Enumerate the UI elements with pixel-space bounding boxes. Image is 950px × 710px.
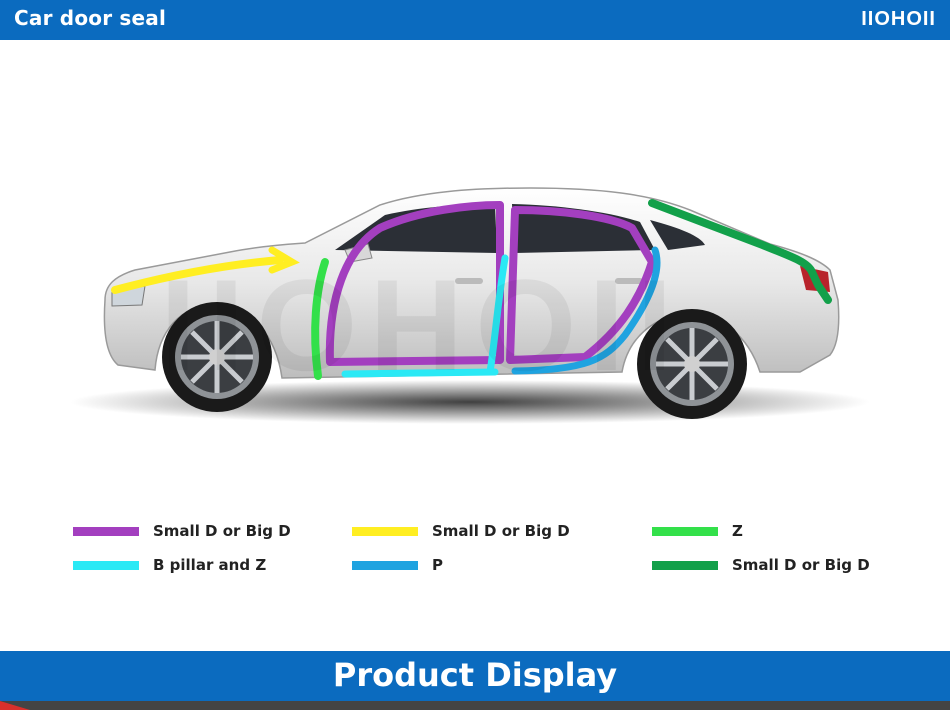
seal-b-pillar-cyan (486, 254, 509, 376)
brand-logo: IIOHOII (861, 8, 936, 30)
legend-label: Small D or Big D (153, 522, 291, 540)
rear-wheel (637, 309, 747, 419)
legend-swatch (73, 527, 139, 536)
rear-quarter-window (650, 220, 705, 250)
car-diagram: IIOHOII (0, 40, 950, 500)
seal-a-pillar-green (311, 258, 329, 380)
footer-strip (0, 701, 950, 710)
legend-swatch (352, 561, 418, 570)
footer-bar: Product Display (0, 651, 950, 701)
footer-title: Product Display (332, 656, 618, 694)
legend-swatch (652, 561, 718, 570)
legend-swatch (652, 527, 718, 536)
watermark: IIOHOII (160, 252, 685, 398)
rear-handle (615, 278, 643, 284)
seal-front-door-purple (325, 201, 504, 366)
legend: Small D or Big D Small D or Big D Z B pi… (0, 510, 950, 600)
seal-sill-cyan (341, 368, 499, 378)
rear-window (512, 204, 655, 253)
front-handle (455, 278, 483, 284)
legend-label: P (432, 556, 443, 574)
legend-label: B pillar and Z (153, 556, 267, 574)
front-window (335, 204, 497, 253)
seal-hood-arrow (268, 246, 300, 274)
page-title: Car door seal (14, 6, 167, 30)
seal-rear-door-purple (506, 206, 656, 364)
legend-swatch (73, 561, 139, 570)
seal-trunk-darkgreen (648, 199, 832, 304)
legend-label: Small D or Big D (432, 522, 570, 540)
seal-hood-yellow (111, 256, 284, 294)
legend-label: Z (732, 522, 743, 540)
seal-rear-p-blue (511, 246, 661, 375)
legend-swatch (352, 527, 418, 536)
legend-label: Small D or Big D (732, 556, 870, 574)
car-illustration (70, 187, 870, 424)
front-wheel (162, 302, 272, 412)
header-bar: Car door seal IIOHOII (0, 0, 950, 40)
corner-accent (0, 701, 30, 710)
